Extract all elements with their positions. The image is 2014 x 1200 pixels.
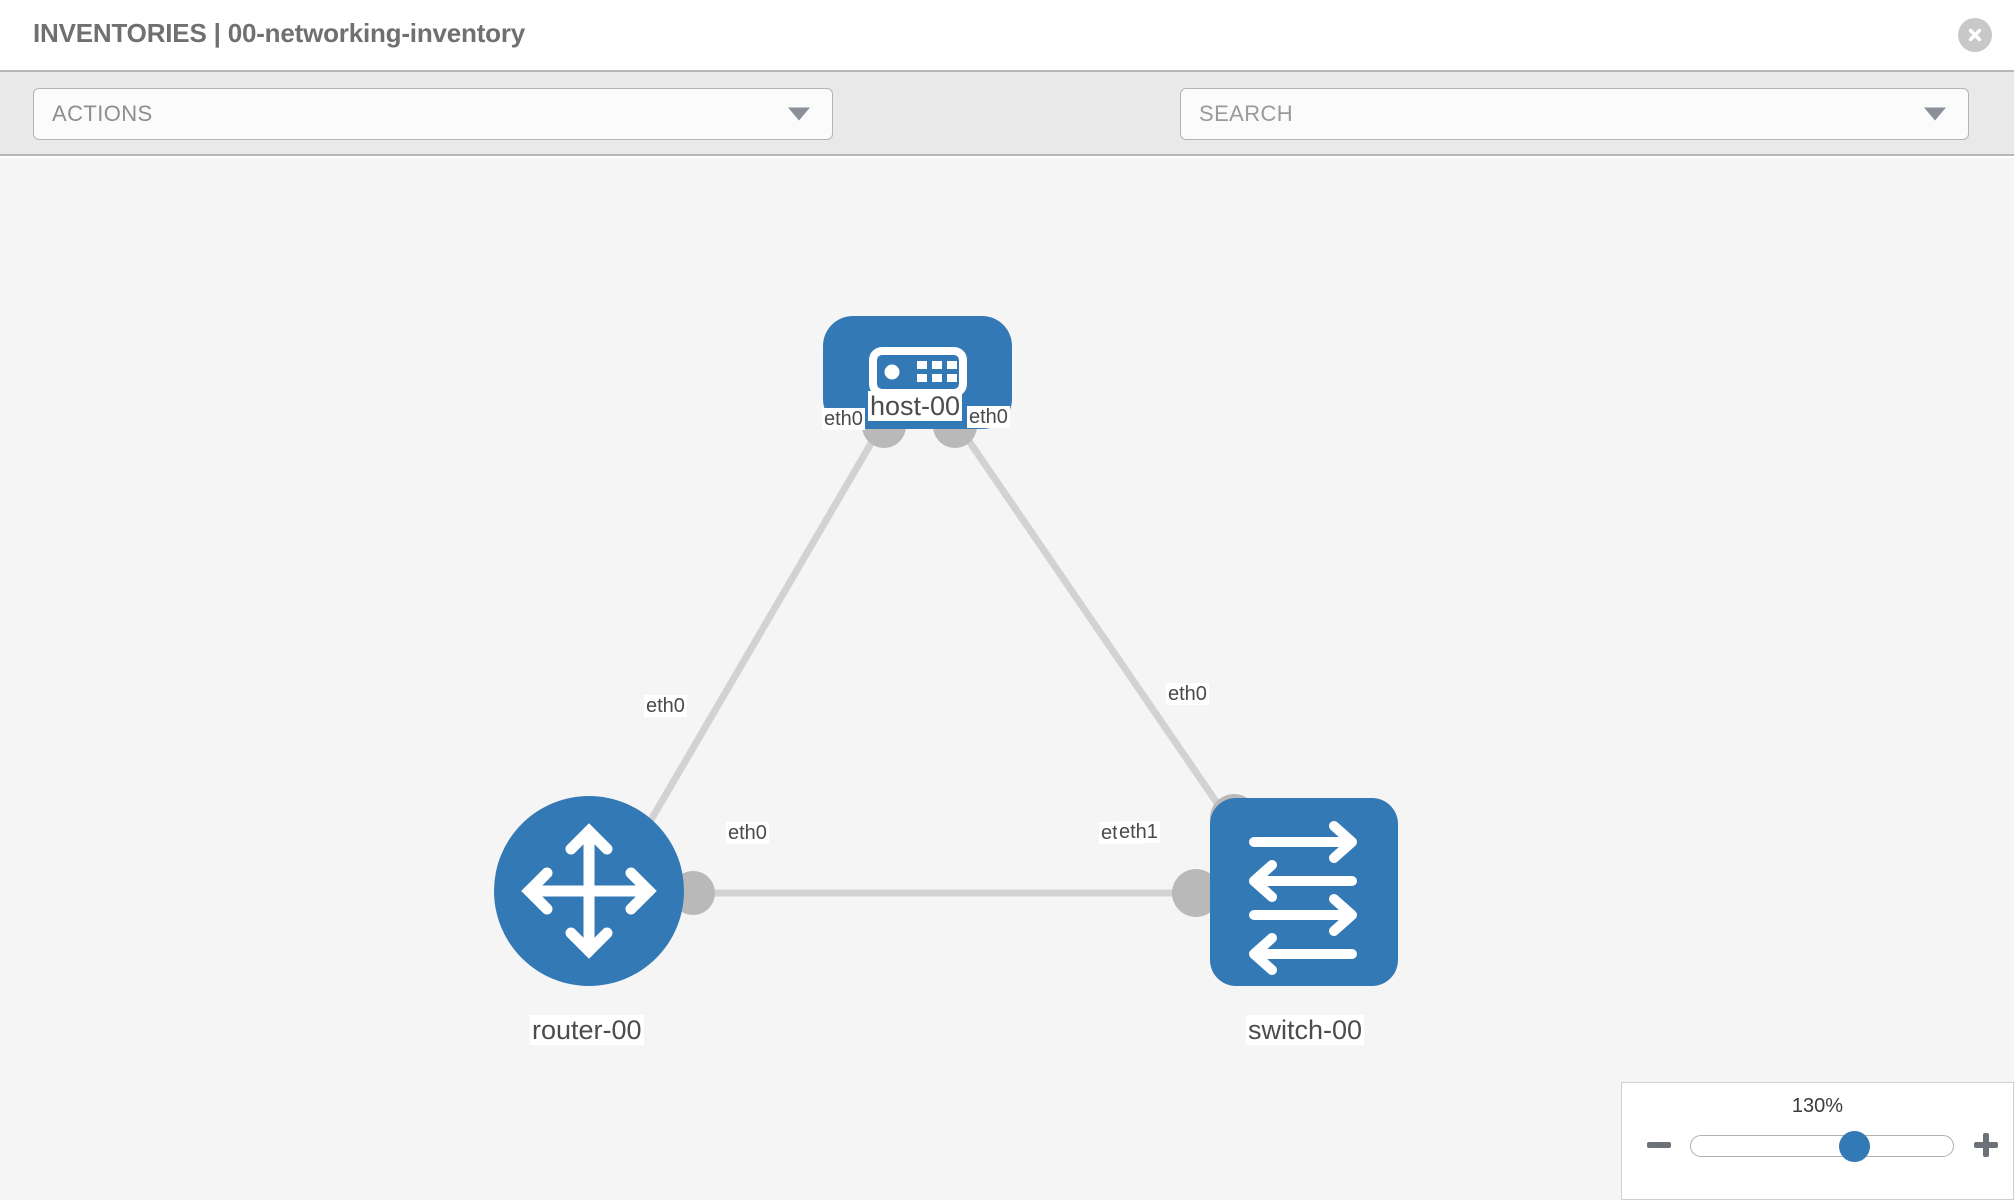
node-label-host-00: host-00	[868, 391, 963, 422]
zoom-slider-thumb[interactable]	[1839, 1131, 1870, 1162]
iface-label-switch-up: eth0	[1166, 683, 1209, 706]
zoom-slider-track[interactable]	[1690, 1131, 1954, 1162]
iface-label-host-left: eth0	[822, 408, 865, 431]
page-title: INVENTORIES | 00-networking-inventory	[33, 18, 526, 48]
node-router-00	[494, 796, 684, 986]
router-arrows-icon	[521, 823, 657, 959]
node-label-router-00: router-00	[530, 1015, 644, 1046]
actions-dropdown[interactable]: ACTIONS	[33, 88, 833, 140]
topology-links	[616, 426, 1268, 897]
topology-canvas[interactable]: eth0 host-00 eth0 eth0 eth0 eth0 eth0 et…	[0, 158, 2014, 1200]
iface-label-host-right: eth0	[967, 406, 1010, 429]
iface-label-router-right: eth0	[726, 822, 769, 845]
link-host-switch	[957, 426, 1268, 875]
node-label-switch-00: switch-00	[1246, 1015, 1365, 1046]
iface-label-switch-left: eth1	[1117, 821, 1160, 844]
zoom-control-panel: 130%	[1621, 1082, 2014, 1200]
link-host-router	[616, 426, 884, 875]
chevron-down-icon	[788, 107, 810, 121]
connector-switch-left	[1172, 869, 1220, 917]
zoom-level-value: 130%	[1791, 1095, 1844, 1117]
minus-icon[interactable]	[1644, 1130, 1674, 1160]
page-header: INVENTORIES | 00-networking-inventory	[0, 0, 2014, 70]
plus-icon[interactable]	[1971, 1130, 2001, 1160]
switch-arrows-icon	[1249, 821, 1357, 975]
close-icon[interactable]	[1958, 18, 1992, 52]
node-switch-00	[1210, 798, 1398, 986]
actions-dropdown-label: ACTIONS	[52, 101, 153, 126]
search-placeholder: SEARCH	[1199, 101, 1294, 126]
iface-label-router-up: eth0	[644, 695, 687, 718]
toolbar: ACTIONS SEARCH	[0, 70, 2014, 203]
search-chevron-down-icon[interactable]	[1924, 107, 1946, 121]
search-input[interactable]: SEARCH	[1180, 88, 1969, 140]
